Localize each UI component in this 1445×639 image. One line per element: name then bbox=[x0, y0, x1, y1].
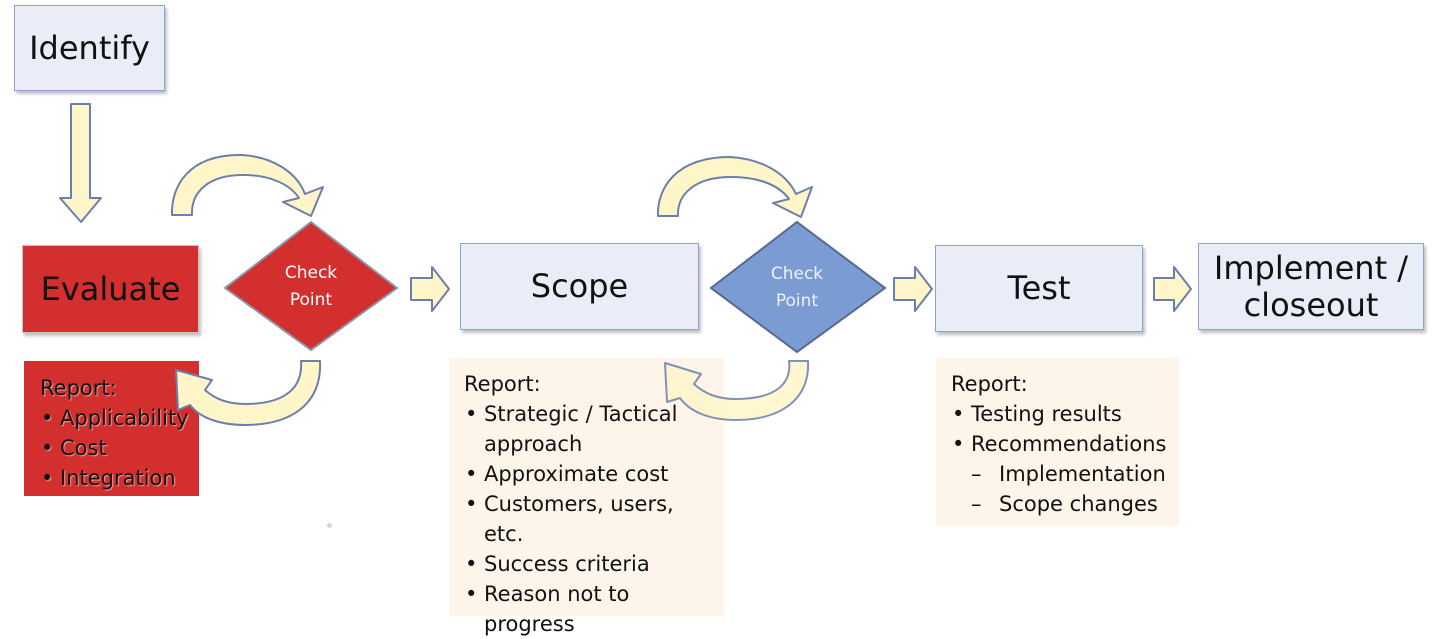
scope-report-item: Success criteria bbox=[464, 549, 714, 579]
implement-closeout-label: Implement / closeout bbox=[1213, 248, 1409, 324]
loop-forward-arrow-icon bbox=[656, 156, 813, 218]
scope-report: Report: Strategic / Tactical approach Ap… bbox=[449, 358, 724, 636]
scope-report-item: Reason not to progress bbox=[464, 579, 654, 639]
right-arrow-icon bbox=[410, 266, 450, 312]
test-report-item: Recommendations bbox=[951, 429, 1169, 459]
evaluate-report-item: Integration bbox=[40, 463, 185, 493]
scope-report-item: Customers, users, etc. bbox=[464, 489, 714, 549]
identify-label: Identify bbox=[29, 28, 150, 67]
scope-label: Scope bbox=[530, 267, 629, 306]
test-node: Test bbox=[935, 245, 1143, 332]
evaluate-node: Evaluate bbox=[22, 245, 199, 333]
scope-node: Scope bbox=[460, 243, 699, 330]
process-flow-diagram: Report: Applicability Cost Integration R… bbox=[0, 0, 1445, 622]
evaluate-report-item: Cost bbox=[40, 433, 185, 463]
test-report-subitem: Scope changes bbox=[951, 489, 1169, 519]
evaluate-label: Evaluate bbox=[40, 269, 181, 308]
evaluate-report-title: Report: bbox=[40, 376, 117, 400]
stray-dot bbox=[327, 523, 332, 528]
right-arrow-icon bbox=[893, 266, 933, 312]
test-report-title: Report: bbox=[951, 372, 1028, 396]
scope-report-item: Approximate cost bbox=[464, 459, 714, 489]
test-label: Test bbox=[1007, 269, 1071, 308]
test-report-item: Testing results bbox=[951, 399, 1169, 429]
down-arrow-icon bbox=[59, 103, 102, 223]
implement-closeout-node: Implement / closeout bbox=[1198, 243, 1424, 330]
right-arrow-icon bbox=[1153, 266, 1192, 312]
checkpoint-2-label: Check Point bbox=[770, 263, 824, 311]
test-report-subitem: Implementation bbox=[951, 459, 1169, 489]
checkpoint-1-label: Check Point bbox=[284, 262, 338, 310]
scope-report-item: Strategic / Tactical approach bbox=[464, 399, 684, 459]
evaluate-report: Report: Applicability Cost Integration bbox=[24, 361, 199, 496]
identify-node: Identify bbox=[14, 5, 165, 91]
test-report: Report: Testing results Recommendations … bbox=[936, 358, 1179, 526]
loop-forward-arrow-icon bbox=[170, 153, 324, 217]
scope-report-title: Report: bbox=[464, 372, 541, 396]
evaluate-report-item: Applicability bbox=[40, 403, 189, 433]
